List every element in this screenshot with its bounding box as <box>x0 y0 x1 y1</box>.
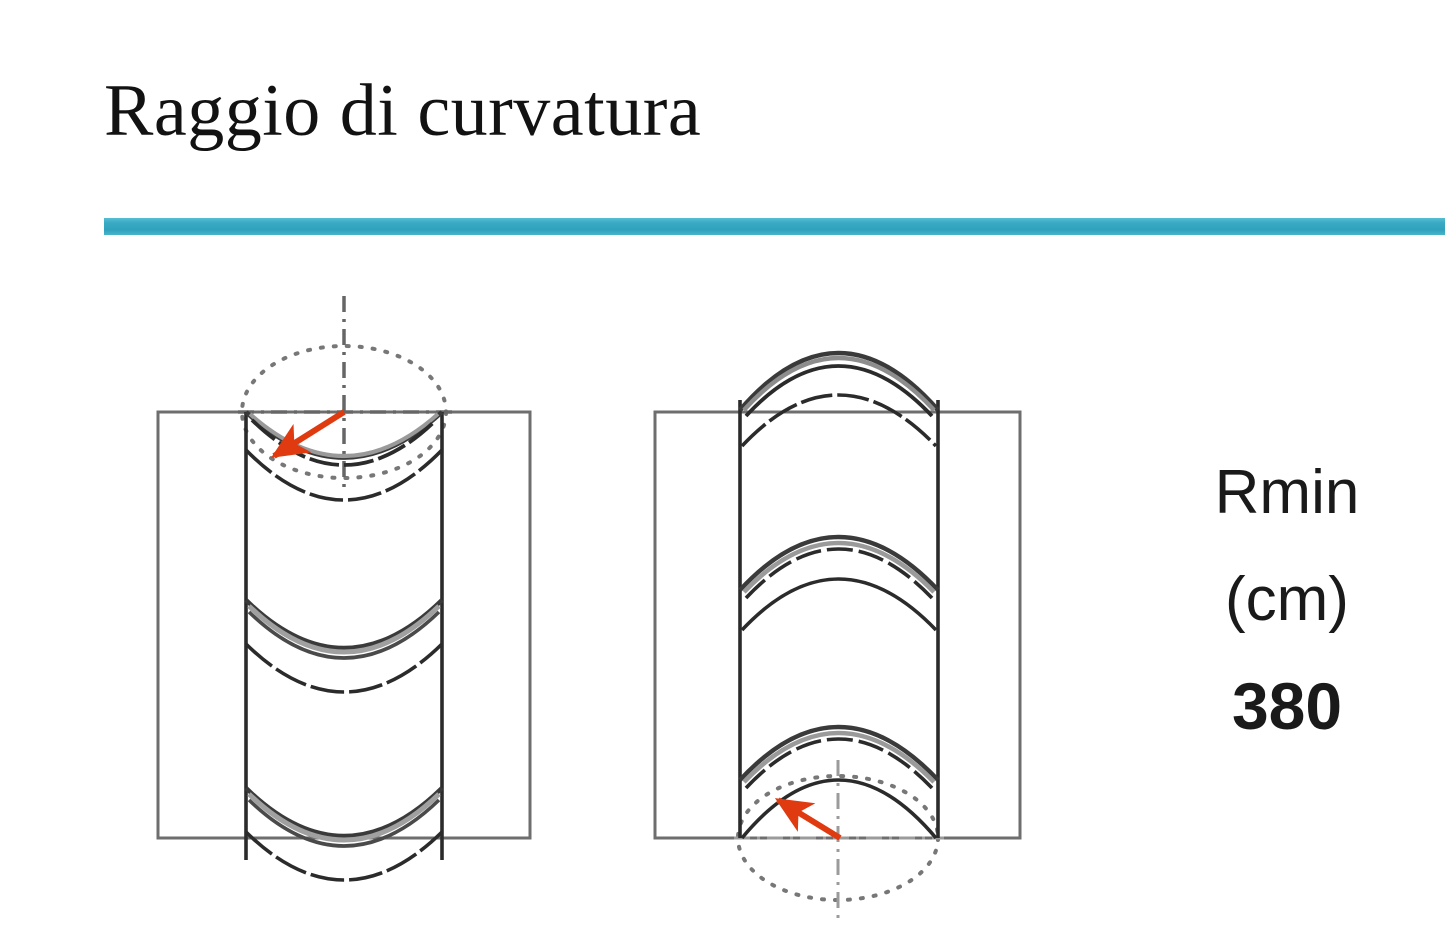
figure-svg <box>156 296 1022 920</box>
left-radius-arrow <box>270 409 346 459</box>
left-ring-bottom <box>244 786 444 882</box>
title-accent-rule <box>104 218 1445 235</box>
right-ring-bottom <box>738 724 940 840</box>
rmin-unit: (cm) <box>1225 564 1349 634</box>
page-title: Raggio di curvatura <box>104 70 702 152</box>
rmin-legend: Rmin (cm) 380 <box>1172 440 1402 760</box>
right-radius-arrow <box>774 797 842 841</box>
panel-left-view <box>156 296 532 882</box>
panel-right-view <box>653 350 1022 920</box>
right-ring-middle <box>738 534 940 632</box>
right-ring-top <box>738 350 940 448</box>
bend-radius-figure <box>0 260 1445 941</box>
rmin-symbol: Rmin <box>1214 458 1360 527</box>
rmin-value: 380 <box>1231 669 1343 744</box>
left-ring-middle <box>244 598 444 694</box>
